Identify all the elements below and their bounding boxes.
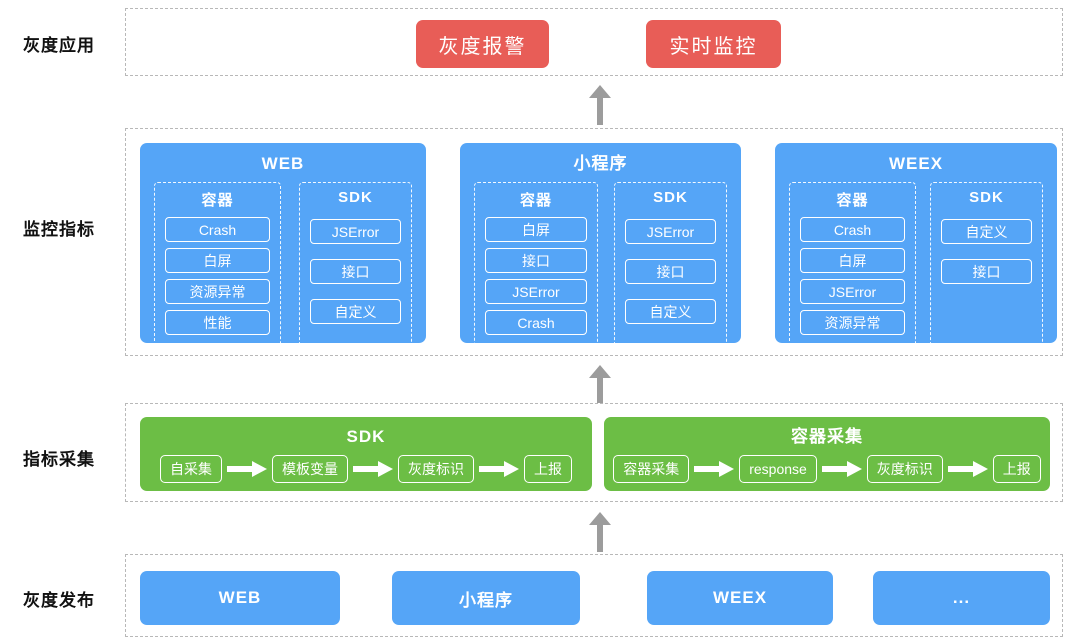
flow-step[interactable]: 上报 — [524, 455, 572, 483]
metric-chip[interactable]: 接口 — [625, 259, 716, 284]
flow-step[interactable]: 容器采集 — [613, 455, 690, 483]
platform-title-weex: WEEX — [888, 154, 944, 173]
metric-chip[interactable]: 自定义 — [310, 299, 401, 324]
collection-card-sdk[interactable]: SDK 自采集 模板变量 灰度标识 上报 — [140, 417, 592, 491]
release-card-web[interactable]: WEB — [140, 571, 340, 625]
metrics-group-web-sdk: SDK JSError 接口 自定义 — [299, 182, 412, 347]
metric-chip[interactable]: 白屏 — [485, 217, 587, 242]
metric-chip[interactable]: JSError — [625, 219, 716, 244]
metric-chip[interactable]: 接口 — [310, 259, 401, 284]
release-card-more[interactable]: ... — [873, 571, 1050, 625]
arrow-right-icon — [353, 461, 393, 477]
metrics-group-weex-container: 容器 Crash 白屏 JSError 资源异常 — [789, 182, 916, 347]
row-label-apps: 灰度应用 — [23, 36, 95, 55]
metric-chip[interactable]: 接口 — [485, 248, 587, 273]
row-label-metrics: 监控指标 — [23, 220, 95, 239]
metric-chip[interactable]: Crash — [485, 310, 587, 335]
collection-card-container[interactable]: 容器采集 容器采集 response 灰度标识 上报 — [604, 417, 1050, 491]
arrow-right-icon — [227, 461, 267, 477]
section-collection: SDK 自采集 模板变量 灰度标识 上报 容器采集 容器采集 response … — [125, 403, 1063, 502]
release-card-weex[interactable]: WEEX — [647, 571, 833, 625]
metrics-group-weex-sdk: SDK 自定义 接口 — [930, 182, 1043, 347]
platform-card-web[interactable]: WEB 容器 Crash 白屏 资源异常 性能 SDK JSError 接口 自… — [140, 143, 426, 347]
group-title: 容器 — [201, 192, 234, 209]
alert-button[interactable]: 灰度报警 — [416, 20, 549, 68]
collection-card-title: 容器采集 — [791, 427, 863, 446]
group-title: SDK — [338, 189, 373, 206]
collection-flow-sdk: 自采集 模板变量 灰度标识 上报 — [140, 449, 592, 495]
arrow-right-icon — [479, 461, 519, 477]
flow-step[interactable]: 上报 — [992, 455, 1041, 483]
arrow-up-icon-release-to-collection — [589, 512, 611, 552]
realtime-monitor-button[interactable]: 实时监控 — [646, 20, 781, 68]
flow-step[interactable]: response — [739, 455, 817, 483]
metric-chip[interactable]: 资源异常 — [165, 279, 270, 304]
group-title: SDK — [969, 189, 1004, 206]
platform-card-miniprogram[interactable]: 小程序 容器 白屏 接口 JSError Crash SDK JSError 接… — [460, 143, 741, 347]
metrics-group-miniprogram-sdk: SDK JSError 接口 自定义 — [614, 182, 727, 347]
metric-chip[interactable]: 资源异常 — [800, 310, 905, 335]
metric-chip[interactable]: JSError — [485, 279, 587, 304]
arrow-up-icon-metrics-to-apps — [589, 85, 611, 125]
flow-step[interactable]: 灰度标识 — [866, 455, 943, 483]
collection-flow-container: 容器采集 response 灰度标识 上报 — [604, 449, 1050, 495]
arrow-right-icon — [947, 461, 988, 477]
arrow-right-icon — [821, 461, 862, 477]
metric-chip[interactable]: 自定义 — [941, 219, 1032, 244]
section-release: WEB 小程序 WEEX ... — [125, 554, 1063, 637]
arrow-right-icon — [694, 461, 735, 477]
metric-chip[interactable]: 自定义 — [625, 299, 716, 324]
arrow-up-icon-collection-to-metrics — [589, 365, 611, 405]
section-apps: 灰度报警 实时监控 — [125, 8, 1063, 76]
metric-chip[interactable]: 白屏 — [165, 248, 270, 273]
flow-step[interactable]: 自采集 — [160, 455, 222, 483]
section-metrics: WEB 容器 Crash 白屏 资源异常 性能 SDK JSError 接口 自… — [125, 128, 1063, 356]
platform-card-weex[interactable]: WEEX 容器 Crash 白屏 JSError 资源异常 SDK 自定义 接口 — [775, 143, 1057, 347]
platform-title-web: WEB — [261, 154, 305, 173]
metric-chip[interactable]: 接口 — [941, 259, 1032, 284]
metric-chip[interactable]: JSError — [310, 219, 401, 244]
metric-chip[interactable]: 性能 — [165, 310, 270, 335]
row-label-collection: 指标采集 — [23, 450, 95, 469]
release-card-miniprogram[interactable]: 小程序 — [392, 571, 580, 625]
row-label-release: 灰度发布 — [23, 591, 95, 610]
group-title: 容器 — [836, 192, 869, 209]
platform-title-miniprogram: 小程序 — [573, 154, 628, 173]
flow-step[interactable]: 模板变量 — [272, 455, 348, 483]
flow-step[interactable]: 灰度标识 — [398, 455, 474, 483]
group-title: 容器 — [519, 192, 552, 209]
metric-chip[interactable]: Crash — [800, 217, 905, 242]
metric-chip[interactable]: 白屏 — [800, 248, 905, 273]
metrics-group-miniprogram-container: 容器 白屏 接口 JSError Crash — [474, 182, 598, 347]
group-title: SDK — [653, 189, 688, 206]
metric-chip[interactable]: Crash — [165, 217, 270, 242]
collection-card-title: SDK — [346, 427, 386, 446]
metric-chip[interactable]: JSError — [800, 279, 905, 304]
metrics-group-web-container: 容器 Crash 白屏 资源异常 性能 — [154, 182, 281, 347]
